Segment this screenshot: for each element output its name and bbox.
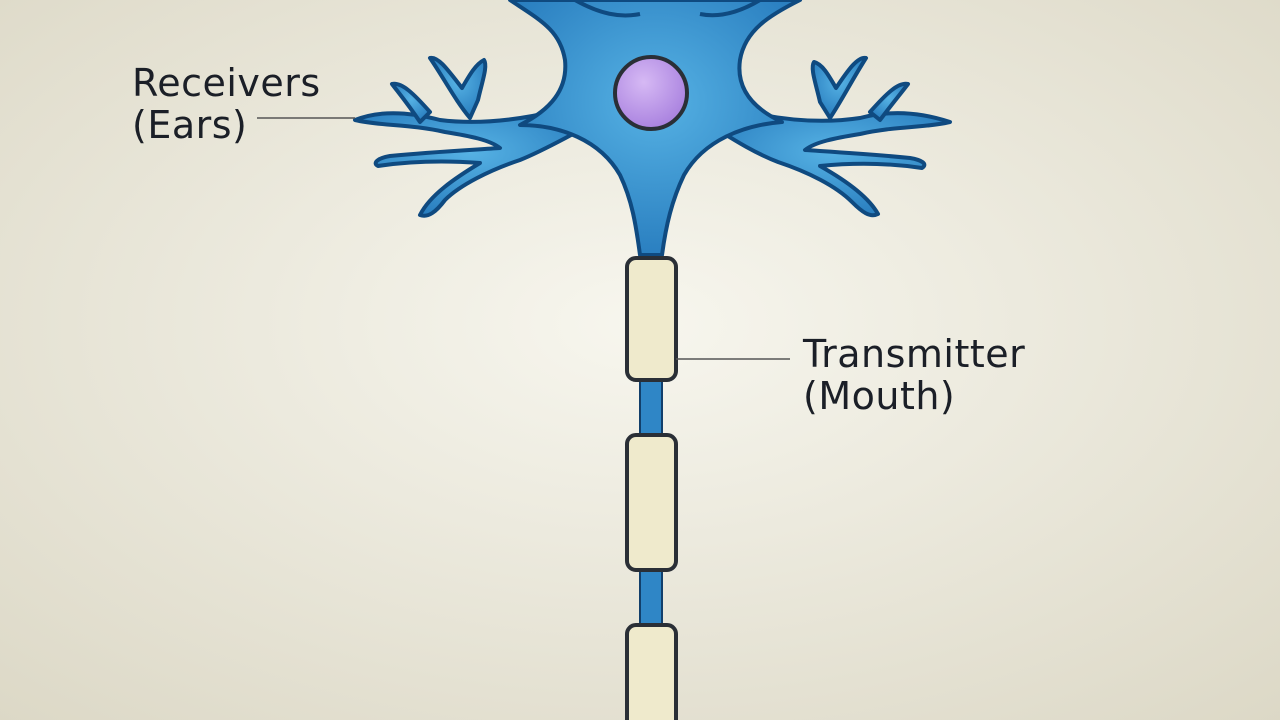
receivers-label-line1: Receivers <box>132 61 321 105</box>
receivers-label-line2: (Ears) <box>132 103 248 147</box>
transmitter-label: Transmitter (Mouth) <box>803 333 1025 417</box>
dendrite-right-top <box>810 55 868 120</box>
transmitter-label-line1: Transmitter <box>803 332 1026 376</box>
receivers-label: Receivers (Ears) <box>132 62 321 146</box>
nucleus-icon <box>613 55 689 131</box>
soma-top-curve-left <box>574 0 641 18</box>
dendrite-left <box>353 108 587 218</box>
myelin-sheath-icon <box>625 256 678 720</box>
dendrite-right-mid <box>868 81 910 122</box>
myelin-segment-3 <box>625 623 678 720</box>
dendrite-right <box>713 108 952 218</box>
dendrite-left-mid <box>390 81 432 124</box>
myelin-segment-2 <box>625 433 678 572</box>
dendrite-left-top <box>428 55 488 120</box>
soma-top-curve-right <box>699 0 762 18</box>
transmitter-label-line2: (Mouth) <box>803 374 956 418</box>
myelin-segment-1 <box>625 256 678 382</box>
